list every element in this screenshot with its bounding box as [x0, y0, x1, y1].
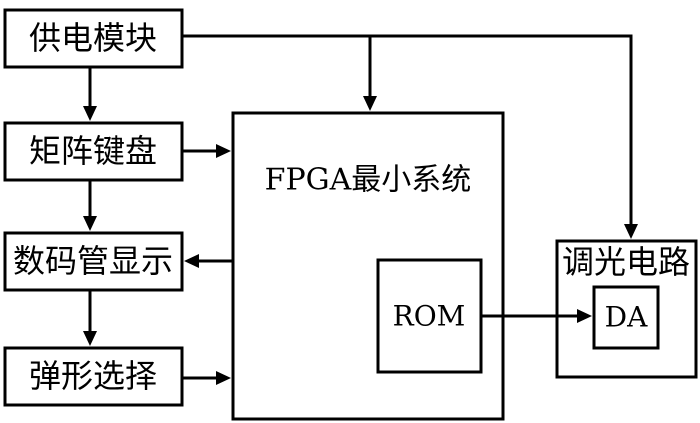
- rom-to-da-arrowhead: [577, 309, 592, 323]
- fpga-block-label: FPGA最小系统: [265, 163, 472, 198]
- da-block-label: DA: [605, 301, 648, 334]
- select-to-fpga-arrowhead: [216, 371, 231, 385]
- fpga-to-display-arrowhead: [184, 254, 199, 268]
- display-block: [3, 231, 184, 292]
- select-block-label: 弹形选择: [29, 357, 157, 395]
- power-to-fpga-arrowhead: [363, 96, 377, 111]
- display-to-select-arrowhead: [83, 331, 97, 346]
- keypad-block-label: 矩阵键盘: [29, 132, 157, 170]
- power-block: [3, 8, 184, 69]
- dimmer-block-label: 调光电路: [562, 243, 690, 281]
- power-bus-wire: [182, 34, 633, 226]
- da-block: [592, 285, 660, 350]
- power-to-keypad-arrowhead: [83, 106, 97, 121]
- rom-block: [376, 258, 483, 374]
- rom-block-label: ROM: [393, 300, 466, 333]
- display-block-label: 数码管显示: [13, 242, 173, 280]
- keypad-to-display-arrowhead: [83, 216, 97, 231]
- power-to-dimmer-arrowhead: [624, 224, 638, 239]
- keypad-to-fpga-arrowhead: [216, 144, 231, 158]
- power-block-label: 供电模块: [29, 19, 157, 57]
- keypad-block: [3, 121, 184, 182]
